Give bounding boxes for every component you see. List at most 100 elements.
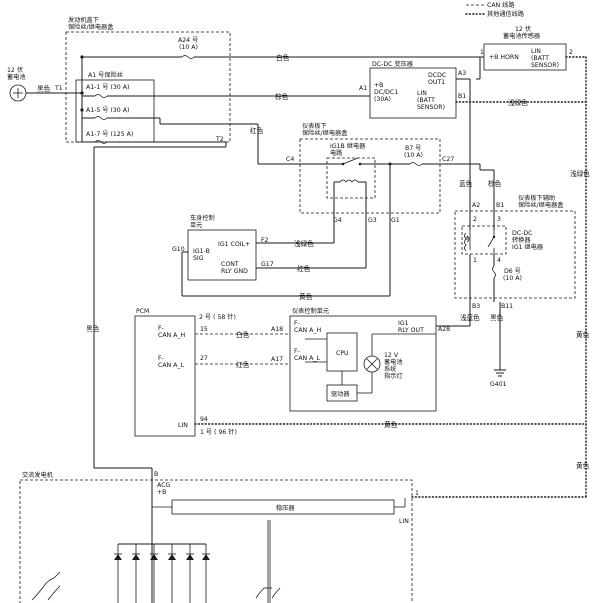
dcdc-converter-box xyxy=(369,67,457,119)
lamp-label-1: 12 V xyxy=(384,352,399,359)
alternator-pb: +B xyxy=(157,489,166,496)
driver-label: 驱动器 xyxy=(331,391,350,398)
body-ctrl-rly: RLY GND xyxy=(221,268,248,275)
gauge-ig1: IG1 xyxy=(398,320,409,327)
pin-b1: B1 xyxy=(458,93,466,100)
a1-fuse-2-label: A1-5 号 (30 A) xyxy=(86,107,129,114)
wire-label-black-main: 黑色 xyxy=(86,324,100,333)
gauge-can-h: F- xyxy=(294,320,300,327)
sensor-lin: LIN xyxy=(531,48,541,55)
legend-can-label: CAN 线路 xyxy=(487,1,515,9)
fusebox-title-1: 发动机盖下 xyxy=(68,16,99,24)
gauge-rly: RLY OUT xyxy=(398,327,424,334)
wire-label-white-can: 白色 xyxy=(236,330,250,339)
dcdc-title: DC-DC 变压器 xyxy=(372,60,414,68)
alternator-box xyxy=(19,479,413,603)
wire-label-lightblue: 浅蓝色 xyxy=(460,313,480,322)
fuse-icon xyxy=(94,116,108,120)
pin-b11: B11 xyxy=(501,303,513,310)
dash-box-title-2: 保险丝/继电器盒 xyxy=(302,129,348,137)
lamp-label-4: 指示灯 xyxy=(384,372,403,380)
ig1b-relay-box xyxy=(326,157,376,199)
body-ctrl-title-1: 车身控制 xyxy=(190,214,215,222)
sensor-horn: +B HORN xyxy=(489,54,519,61)
pin-a28: A28 xyxy=(438,326,450,333)
b7-label-1: B7 号 xyxy=(405,145,421,152)
pin-a2: A2 xyxy=(472,202,480,209)
pin-alt-1: 1 xyxy=(415,490,419,497)
pcm-conn-b: 1 号 ( 96 针) xyxy=(200,428,237,436)
fuse-icon xyxy=(409,162,423,166)
b7-label-2: (10 A) xyxy=(404,152,423,159)
wire-label-yellow-right-2: 黄色 xyxy=(576,461,590,470)
pin-27: 27 xyxy=(200,355,208,362)
indicator-lamp-icon xyxy=(363,355,381,373)
pcm-can-l2: CAN A_L xyxy=(158,362,184,369)
a1-fuse-1-label: A1-1 号 (30 A) xyxy=(86,84,129,91)
alternator-acg: ACG xyxy=(157,482,170,489)
ground-label: G401 xyxy=(490,381,507,388)
aux-box-title-1: 仪表板下辅助 xyxy=(518,194,555,202)
pin-t2: T2 xyxy=(215,136,224,143)
pcm-can-l: F- xyxy=(158,355,164,362)
pin-a3: A3 xyxy=(458,70,466,77)
body-ctrl-ig1b: IG1-B xyxy=(193,248,210,255)
aux-fuse-box xyxy=(454,210,576,299)
wire-label-black-battery: 黑色 xyxy=(37,84,51,93)
pcm-can-h2: CAN A_H xyxy=(158,332,185,339)
pin-a18: A18 xyxy=(271,326,283,333)
wire-label-red-c4: 红色 xyxy=(250,126,264,135)
pin-b1-aux: B1 xyxy=(496,202,504,209)
pin-g17: G17 xyxy=(261,261,274,268)
dcdc-lin-3: SENSOR) xyxy=(417,104,445,111)
wire-label-brown-2: 棕色 xyxy=(488,179,502,188)
pin-relay-2: 2 xyxy=(473,216,477,223)
wire-label-lightgreen-f2: 浅绿色 xyxy=(294,239,314,248)
dcdc-relay-box xyxy=(461,225,507,255)
body-ctrl-cont: CONT xyxy=(221,261,239,268)
pin-c4: C4 xyxy=(286,156,294,163)
dcdc-lin-1: LIN xyxy=(417,90,427,97)
a24-label-2: (10 A) xyxy=(179,44,198,51)
dcdc-lin-2: (BATT xyxy=(417,97,435,104)
wire-label-white-a24: 白色 xyxy=(276,53,290,62)
gauge-can-l2: CAN A_L xyxy=(294,355,320,362)
dcdc-relay-l2: 转换器 xyxy=(512,236,531,244)
gauge-title: 仪表控制单元 xyxy=(292,307,329,315)
pcm-box xyxy=(134,315,196,437)
pin-alt-b: B xyxy=(154,471,158,478)
body-ctrl-sig: SIG xyxy=(193,255,204,262)
pcm-conn-a: 2 号 ( 58 针) xyxy=(199,313,236,321)
wire-label-yellow-g10: 黄色 xyxy=(299,292,313,301)
stator-coil-icon xyxy=(255,587,281,599)
dcdc-in-2: DC/DC1 xyxy=(374,89,398,96)
lamp-label-3: 系统 xyxy=(384,365,396,373)
a1-fuse-3-label: A1-7 号 (125 A) xyxy=(86,131,133,138)
a1-title: A1 号保险丝 xyxy=(88,71,123,79)
pin-relay-4: 4 xyxy=(497,257,501,264)
ig1b-label-1: IG1B 继电器 xyxy=(330,142,366,150)
body-control-unit xyxy=(187,229,257,281)
fusebox-title-2: 保险丝/继电器盒 xyxy=(68,23,114,31)
pin-94: 94 xyxy=(200,416,208,423)
pcm-title: PCM xyxy=(136,308,149,315)
wire-label-red-g17: 红色 xyxy=(297,264,311,273)
lamp-label-2: 蓄电池 xyxy=(384,358,403,366)
dcdc-out-1: DCDC xyxy=(428,72,446,79)
wire-label-yellow-lin: 黄色 xyxy=(384,420,398,429)
gauge-can-h2: CAN A_H xyxy=(294,327,321,334)
stator-coil-icon xyxy=(31,571,61,601)
pin-g3: G3 xyxy=(368,217,377,224)
dcdc-in-1: +B xyxy=(374,82,383,89)
aux-box-title-2: 保险丝/继电器盒 xyxy=(518,201,564,209)
pin-g4: G4 xyxy=(333,217,342,224)
sensor-title-1: 12 伏 xyxy=(515,25,531,33)
pin-f2: F2 xyxy=(261,237,269,244)
gauge-control-unit xyxy=(289,315,437,412)
alternator-lin: LIN xyxy=(399,518,409,525)
battery-label-2: 蓄电池 xyxy=(7,73,26,81)
pin-c27: C27 xyxy=(442,156,454,163)
sensor-sens: SENSOR) xyxy=(531,62,559,69)
battery-label-1: 12 伏 xyxy=(7,66,23,74)
fuse-icon xyxy=(181,55,195,59)
